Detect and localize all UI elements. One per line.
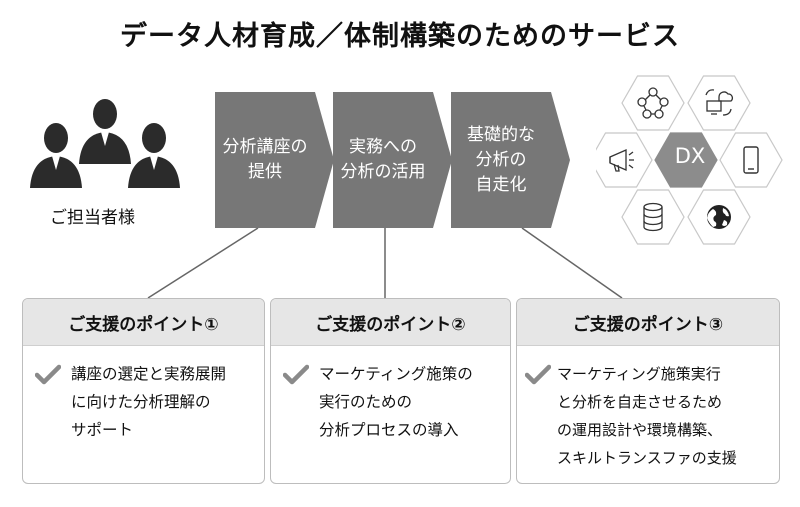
support-card-header-2: ご支援のポイント②	[271, 299, 510, 346]
smartphone-icon	[719, 132, 783, 188]
check-icon	[283, 364, 309, 385]
check-icon	[35, 364, 61, 385]
dx-hexagon-cluster	[596, 75, 783, 245]
database-icon	[621, 189, 685, 245]
support-card-text-3: マーケティング施策実行 と分析を自走させるため の運用設計や環境構築、 スキルト…	[557, 365, 737, 467]
check-icon	[525, 364, 551, 385]
network-icon	[621, 75, 685, 131]
step-chevron-3: 基礎的な 分析の 自走化	[451, 92, 570, 228]
support-card-text-2: マーケティング施策の 実行のための 分析プロセスの導入	[319, 365, 473, 439]
support-card-2: ご支援のポイント② マーケティング施策の 実行のための 分析プロセスの導入	[270, 298, 511, 484]
connector-line-1	[147, 227, 259, 299]
people-icon	[30, 99, 180, 188]
support-card-header-3: ご支援のポイント③	[517, 299, 779, 346]
globe-icon	[687, 189, 751, 245]
dx-label: DX	[674, 144, 706, 168]
step-chevron-1: 分析講座の 提供	[215, 92, 334, 228]
megaphone-icon	[596, 132, 653, 188]
support-card-3: ご支援のポイント③ マーケティング施策実行 と分析を自走させるため の運用設計や…	[516, 298, 780, 484]
people-label: ご担当者様	[50, 208, 135, 228]
step-label-2: 実務への 分析の活用	[340, 137, 426, 182]
step-chevron-2: 実務への 分析の活用	[333, 92, 452, 228]
support-card-header-1: ご支援のポイント①	[23, 299, 264, 346]
step-label-1: 分析講座の 提供	[222, 137, 308, 182]
page-title: データ人材育成／体制構築のためのサービス	[120, 21, 680, 52]
step-label-3: 基礎的な 分析の 自走化	[467, 124, 535, 195]
support-card-text-1: 講座の選定と実務展開 に向けた分析理解の サポート	[71, 365, 227, 439]
support-card-1: ご支援のポイント① 講座の選定と実務展開 に向けた分析理解の サポート	[22, 298, 265, 484]
cloud-sync-icon	[687, 75, 751, 131]
